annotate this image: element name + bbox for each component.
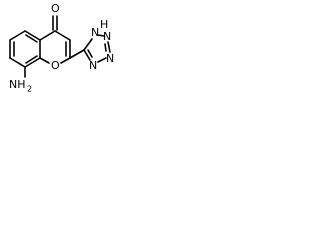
double-bond-inner [104,43,107,52]
bond [9,30,26,41]
tetrazole-n-label: N [106,52,114,65]
double-bond-inner [87,49,93,58]
amine-subscript: 2 [27,85,32,94]
bond [83,38,93,51]
bond [24,30,41,41]
tetrazole-nh-label: N [91,26,99,39]
benzene-ring [9,30,41,68]
bond [60,57,71,64]
bond [9,57,26,68]
double-bond-outer [107,41,111,53]
double-bond-inner [25,55,38,64]
pyranone-ring [39,15,71,64]
bond [24,57,41,68]
amine-label: NH [9,78,26,91]
bond [39,30,56,41]
tetrazole-ring [83,34,111,63]
bond [97,57,107,63]
bond [97,34,105,37]
ring-oxygen-label: O [51,59,60,72]
tetrazole-n-label: N [103,30,111,43]
double-bond-outer [83,49,91,61]
chemical-structure-diagram: O O NH 2 N N N N H [9,2,114,94]
bond [54,30,71,41]
double-bond-inner [25,34,38,43]
tetrazole-link-bond [69,49,85,59]
bond [39,57,50,64]
tetrazole-h-label: H [100,18,108,31]
ketone-oxygen-label: O [51,2,60,15]
tetrazole-n-label: N [89,59,97,72]
